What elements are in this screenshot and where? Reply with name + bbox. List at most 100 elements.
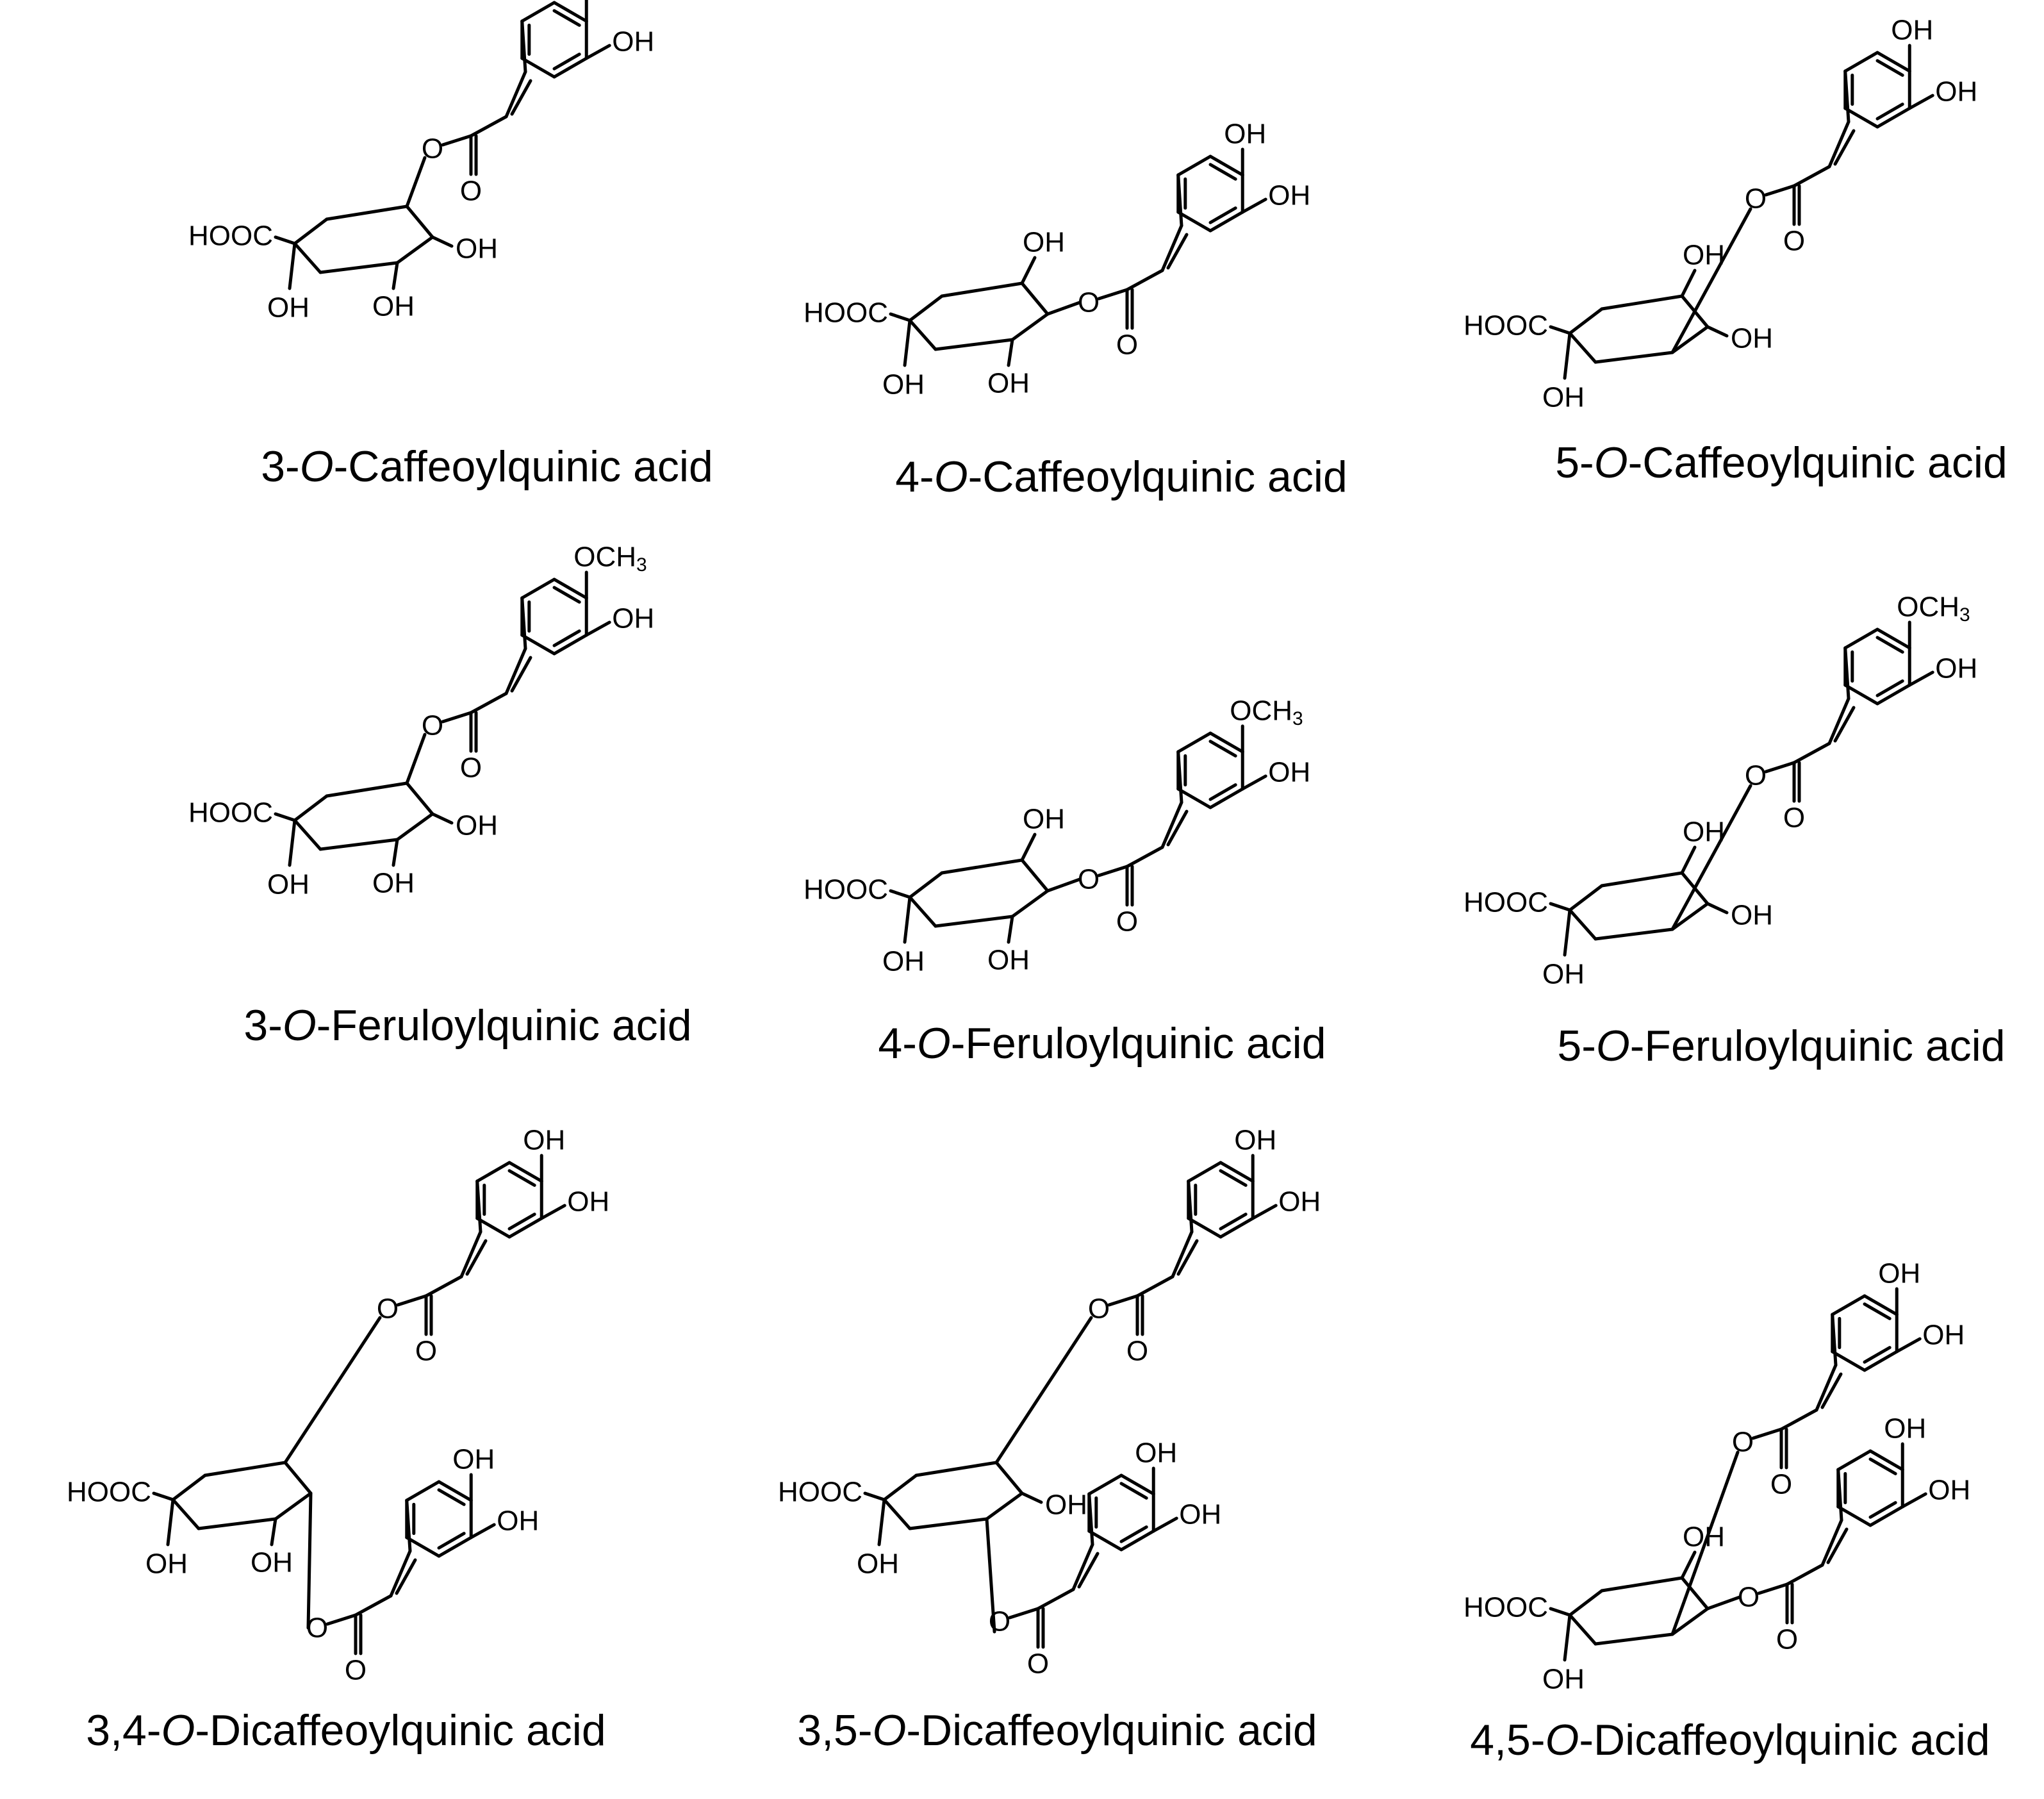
- hydroxyl-label: OH: [1884, 1413, 1926, 1445]
- bond: [396, 1294, 428, 1307]
- bond: [1594, 351, 1674, 364]
- bond: [1827, 120, 1850, 169]
- bond: [1160, 224, 1183, 272]
- hydroxyl-label: OH: [1935, 653, 1977, 684]
- bond: [889, 312, 912, 322]
- bond: [293, 818, 322, 851]
- bond: [469, 692, 508, 715]
- compound-name-prefix: 3,5-: [797, 1706, 873, 1755]
- bond: [1176, 210, 1212, 233]
- compound-name: 3-O-Caffeoylquinic acid: [261, 442, 713, 492]
- bond: [934, 915, 1014, 928]
- bond: [1208, 740, 1237, 758]
- bond: [985, 1517, 996, 1634]
- compound-name-italic: O: [161, 1706, 195, 1755]
- ester-oxygen-label: O: [989, 1606, 1010, 1637]
- hydroxyl-label: OH: [1542, 1664, 1585, 1695]
- bond: [908, 871, 944, 899]
- carboxyl-label: HOOC: [804, 297, 888, 329]
- bond: [985, 1491, 1024, 1521]
- bond: [1833, 706, 1856, 743]
- bond: [1046, 301, 1082, 316]
- bond: [325, 204, 409, 221]
- bond: [877, 1498, 886, 1546]
- bond: [1706, 325, 1729, 338]
- ester-oxygen-label: O: [422, 133, 443, 165]
- carbonyl-oxygen-label: O: [1783, 802, 1805, 834]
- ester-oxygen-label: O: [1078, 287, 1100, 319]
- bond: [1831, 1313, 1838, 1367]
- compound-name-italic: O: [282, 1001, 317, 1050]
- bond: [1125, 845, 1164, 868]
- bond: [1820, 1518, 1843, 1567]
- compound-name-suffix: -Caffeoylquinic acid: [1628, 438, 2007, 487]
- hydroxyl-label: OH: [987, 368, 1030, 399]
- bond: [1600, 871, 1684, 888]
- bond: [520, 56, 556, 79]
- bond: [395, 812, 434, 841]
- bond: [197, 1517, 277, 1530]
- bond: [395, 235, 434, 265]
- bond: [1176, 1239, 1199, 1276]
- bond: [1670, 1450, 1740, 1636]
- carboxyl-label: HOOC: [188, 220, 273, 252]
- compound-name-suffix: -Dicaffeoylquinic acid: [195, 1706, 606, 1755]
- compound-name-suffix: -Feruloylquinic acid: [316, 1001, 692, 1050]
- bond: [1187, 1179, 1194, 1234]
- bond: [1020, 281, 1050, 316]
- bond: [1087, 1473, 1123, 1496]
- hydroxyl-label: OH: [1045, 1489, 1087, 1521]
- bond: [510, 79, 532, 116]
- bond: [1208, 206, 1237, 224]
- bond: [1875, 103, 1904, 120]
- bond: [1187, 1161, 1223, 1183]
- bond: [1240, 197, 1267, 214]
- bond: [1843, 627, 1879, 650]
- bond: [203, 1461, 287, 1477]
- hydroxyl-label: OH: [267, 869, 309, 900]
- bond: [1219, 1213, 1248, 1231]
- bond: [1119, 1473, 1155, 1496]
- ester-oxygen-label: O: [1078, 864, 1100, 895]
- bond: [1020, 833, 1037, 862]
- bond: [1176, 787, 1212, 809]
- bond: [504, 647, 527, 695]
- bond: [882, 1473, 918, 1502]
- hydroxyl-label: OH: [456, 810, 498, 841]
- bond: [1007, 915, 1014, 944]
- compound-name-italic: O: [872, 1706, 907, 1755]
- bond: [1176, 731, 1212, 754]
- bond: [1833, 129, 1856, 166]
- bond: [1826, 1527, 1849, 1564]
- bond: [1868, 1505, 1904, 1527]
- compound-name-prefix: 3-: [243, 1001, 283, 1050]
- bond: [1568, 1589, 1604, 1617]
- hydroxyl-label: OH: [882, 369, 925, 401]
- bond: [1670, 207, 1752, 354]
- ester-oxygen-label: O: [1732, 1427, 1754, 1458]
- bond: [1208, 731, 1244, 754]
- bond: [1908, 670, 1934, 687]
- bond: [1594, 1632, 1674, 1646]
- bond: [1097, 288, 1129, 301]
- bond: [1549, 902, 1572, 912]
- bond: [166, 1498, 175, 1546]
- compound-name: 5-O-Feruloylquinic acid: [1557, 1021, 2005, 1071]
- bond: [552, 577, 588, 600]
- bond: [1046, 877, 1082, 893]
- bond: [1020, 1491, 1043, 1504]
- bond: [1071, 1543, 1094, 1591]
- ester-oxygen-label: O: [1088, 1293, 1110, 1325]
- hydroxyl-label: OH: [1928, 1475, 1970, 1506]
- bond: [441, 134, 473, 147]
- ester-oxygen-label: O: [422, 710, 443, 742]
- compound-name-suffix: -Feruloylquinic acid: [1629, 1022, 2006, 1070]
- hydroxyl-label: OH: [452, 1444, 495, 1475]
- hydroxyl-label: OH: [1135, 1438, 1177, 1469]
- bond: [293, 794, 329, 822]
